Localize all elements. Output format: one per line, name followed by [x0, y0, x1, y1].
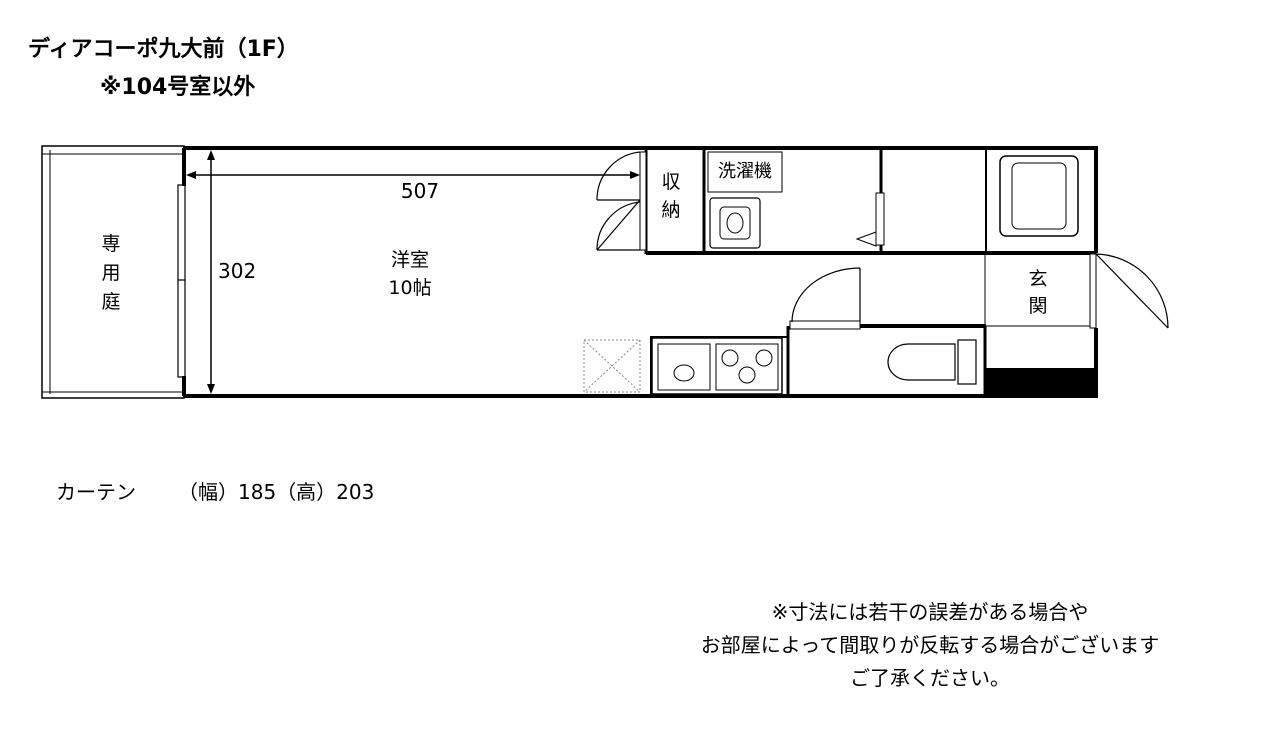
stove-burner-3 — [738, 366, 756, 384]
toilet-bowl — [887, 343, 956, 381]
garden-label-3: 庭 — [101, 291, 120, 313]
storage-label-1: 収 — [661, 171, 680, 193]
storage-door-jamb — [639, 151, 647, 251]
dimension-arrow-left — [186, 171, 196, 179]
kitchen-sink-bowl — [673, 364, 695, 382]
bathtub — [999, 155, 1079, 237]
entrance-label-2: 関 — [1028, 295, 1047, 317]
stove — [715, 343, 779, 391]
dimension-height-label: 302 — [218, 259, 256, 283]
curtain-info: カーテン （幅）185（高）203 — [56, 476, 374, 505]
garden-label-1: 専 — [101, 233, 120, 255]
washer-drain-hole — [726, 212, 744, 234]
disclaimer-line-2: お部屋によって間取りが反転する場合がございます — [700, 633, 1160, 657]
closet-door-lower — [596, 199, 641, 251]
bathtub-inner — [1011, 162, 1067, 230]
page-subtitle: ※104号室以外 — [100, 75, 256, 100]
entrance-door — [1095, 253, 1169, 329]
curtain-height: （高）203 — [276, 480, 375, 504]
curtain-label: カーテン — [56, 480, 136, 504]
toilet-tank — [957, 339, 977, 385]
washer-pan — [709, 197, 761, 249]
entrance-door-jamb — [1089, 253, 1097, 329]
disclaimer-line-3: ご了承ください。 — [850, 666, 1010, 690]
washer-drain — [719, 206, 751, 240]
curtain-width: （幅）185 — [178, 480, 277, 504]
laundry-door-arrow — [855, 231, 877, 247]
dimension-arrow-bottom — [207, 384, 215, 394]
page-title: ディアコーポ九大前（1F） — [28, 37, 299, 62]
dimension-arrow-right — [630, 171, 640, 179]
dimension-arrow-top — [207, 150, 215, 160]
shoe-box — [984, 368, 1096, 396]
washer-label-box — [707, 151, 783, 193]
sliding-window-lower — [177, 279, 186, 378]
kitchen-sink — [657, 343, 711, 391]
fridge-cross-1 — [583, 339, 641, 393]
laundry-label: 洗濯機 — [718, 161, 772, 182]
laundry-door-jamb — [875, 192, 885, 246]
western-room-label: 洋室 — [391, 249, 429, 271]
toilet-door — [791, 267, 861, 323]
kitchen-counter — [651, 337, 783, 395]
sliding-window-upper — [177, 184, 186, 283]
western-room-size: 10帖 — [388, 277, 431, 299]
fridge-cross-2 — [583, 339, 641, 393]
entrance-label-1: 玄 — [1028, 268, 1047, 290]
dimension-width-label: 507 — [401, 179, 439, 203]
garden-label-2: 用 — [101, 262, 120, 284]
closet-door-upper — [596, 151, 641, 201]
storage-label-2: 納 — [661, 199, 680, 221]
stove-burner-2 — [755, 349, 773, 367]
stove-burner-1 — [721, 349, 739, 367]
disclaimer-line-1: ※寸法には若干の誤差がある場合や — [771, 600, 1089, 624]
toilet-door-jamb — [789, 320, 861, 330]
